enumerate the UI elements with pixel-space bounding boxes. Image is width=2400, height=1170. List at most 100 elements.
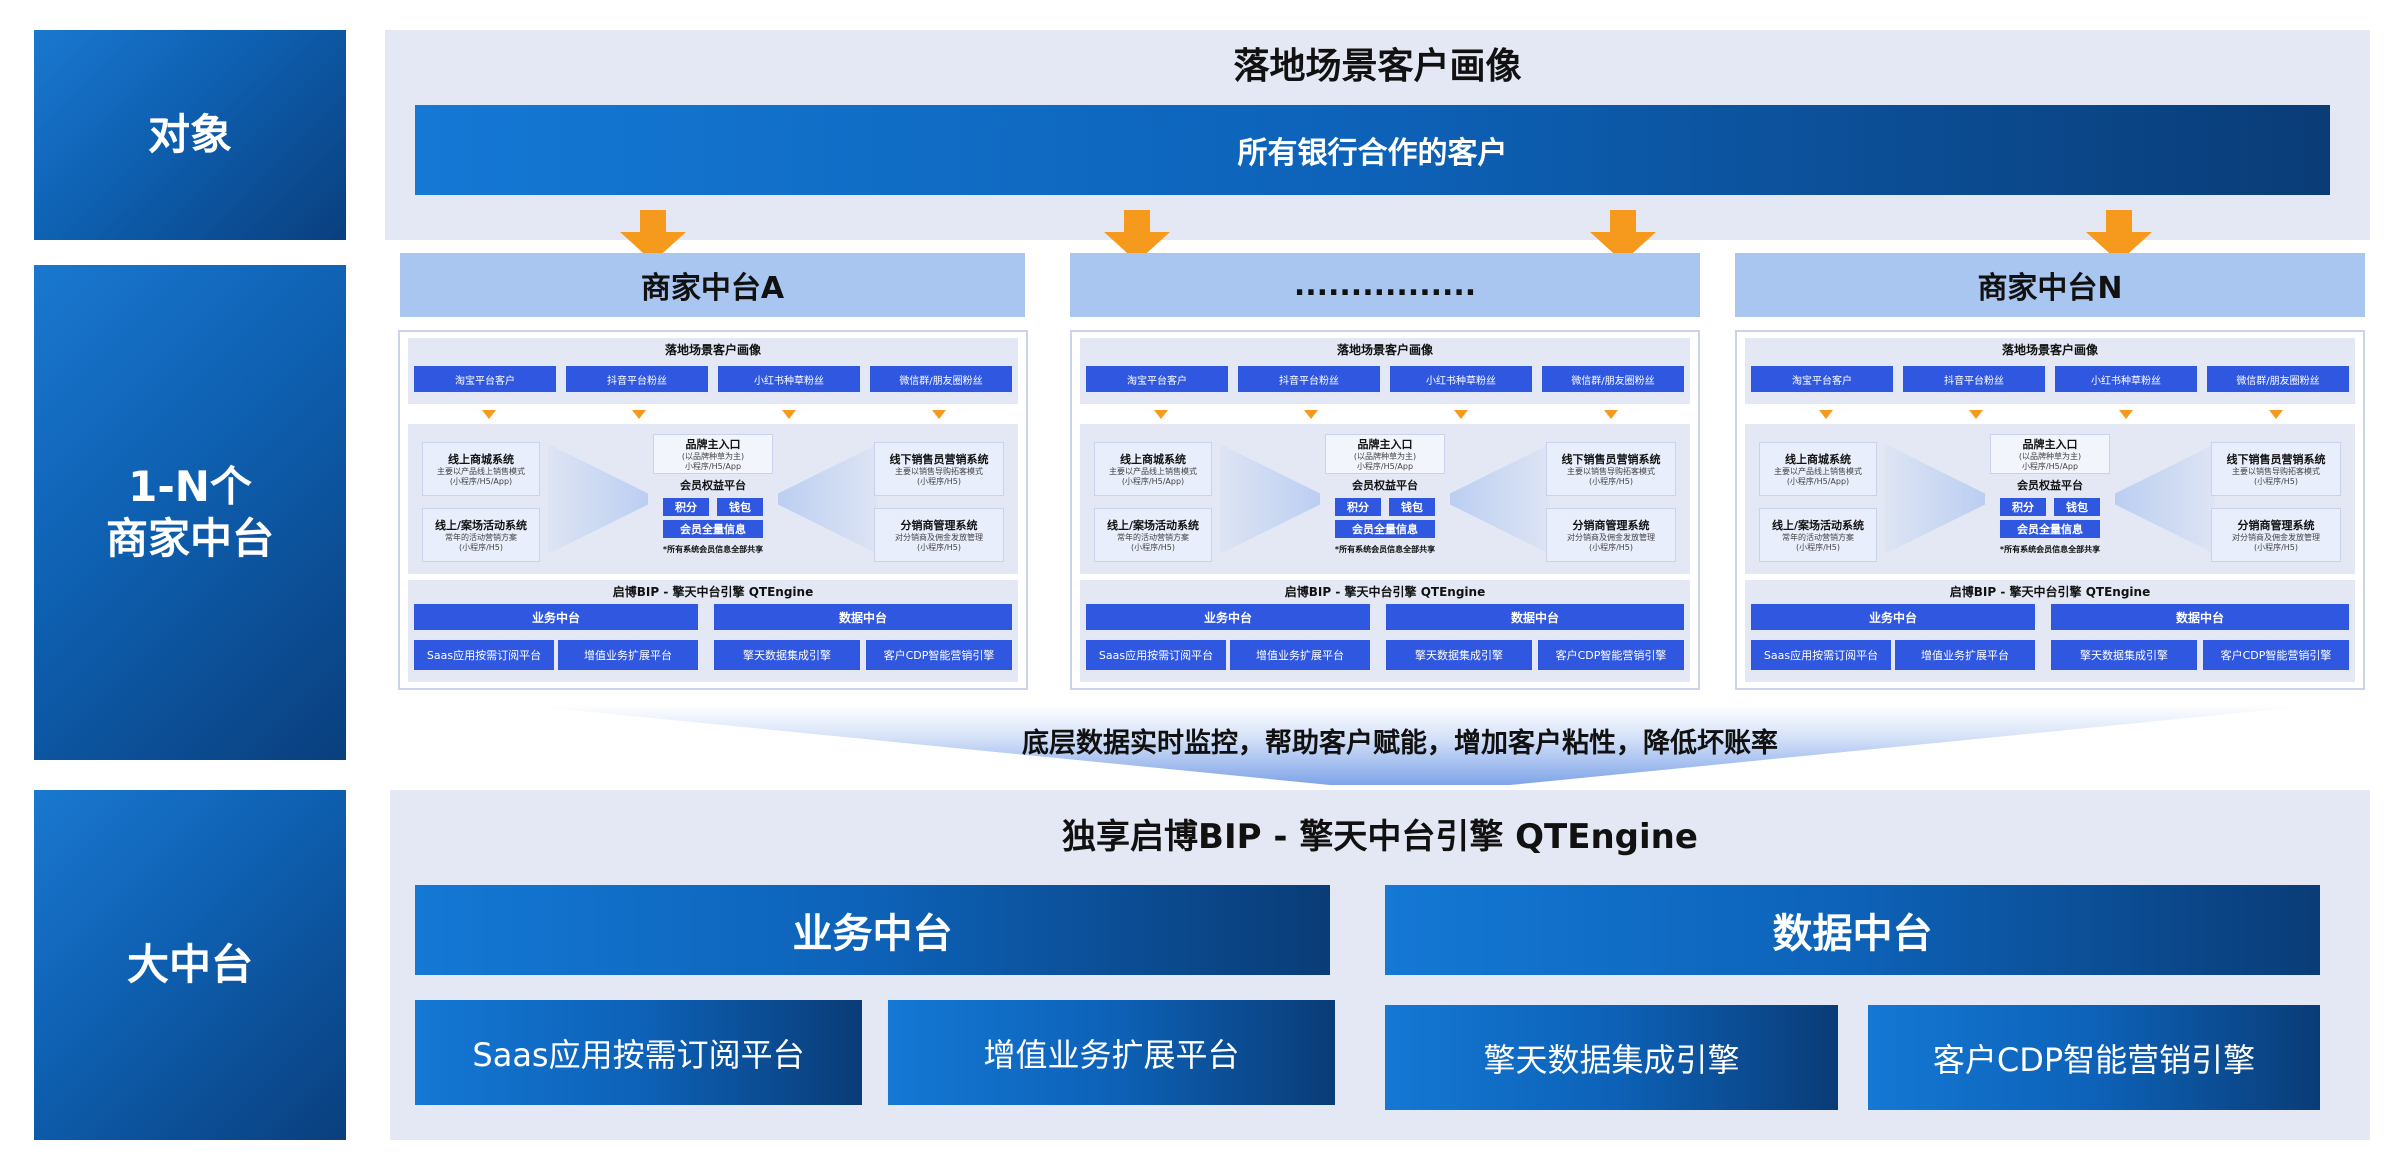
merchant-header-n-label: 商家中台N <box>1977 271 2123 306</box>
saas-subscription-platform: Saas应用按需订阅平台 <box>415 1000 862 1105</box>
mini-activity-system: 线上/案场活动系统 常年的活动营销方案 (小程序/H5) <box>1094 508 1212 562</box>
mini-system-desc: (小程序/H5) <box>1795 543 1841 552</box>
mini-system-name: 线下销售员营销系统 <box>2226 453 2326 466</box>
mini-chip: 抖音平台粉丝 <box>1238 366 1380 392</box>
small-arrow-icon <box>1969 410 1983 419</box>
saas-subscription-label: Saas应用按需订阅平台 <box>472 1035 805 1074</box>
mini-biz-item: 增值业务扩展平台 <box>558 640 698 670</box>
mini-brand-desc: 小程序/H5/App <box>684 462 742 471</box>
mini-online-mall: 线上商城系统 主要以产品线上销售模式 (小程序/H5/App) <box>1094 442 1212 496</box>
value-added-extension-platform: 增值业务扩展平台 <box>888 1000 1335 1105</box>
mini-system-name: 分销商管理系统 <box>1572 519 1650 532</box>
small-arrow-icon <box>482 410 496 419</box>
mini-member-chip: 钱包 <box>717 498 763 516</box>
mini-fan-right <box>2115 444 2215 554</box>
mini-system-desc: (小程序/H5) <box>916 477 962 486</box>
small-arrow-icon <box>1819 410 1833 419</box>
small-arrow-icon <box>1304 410 1318 419</box>
mini-chip: 抖音平台粉丝 <box>566 366 708 392</box>
mini-biz-header: 业务中台 <box>414 604 698 630</box>
biz-platform-header-label: 业务中台 <box>792 911 953 957</box>
mini-systems-area: 线上商城系统 主要以产品线上销售模式 (小程序/H5/App) 线上/案场活动系… <box>1080 424 1690 574</box>
mini-biz-item: Saas应用按需订阅平台 <box>414 640 554 670</box>
mini-system-desc: 常年的活动营销方案 <box>445 533 517 542</box>
mini-systems-area: 线上商城系统 主要以产品线上销售模式 (小程序/H5/App) 线上/案场活动系… <box>1745 424 2355 574</box>
mini-data-item: 客户CDP智能营销引擎 <box>866 640 1012 670</box>
mini-data-item: 擎天数据集成引擎 <box>2051 640 2197 670</box>
mini-brand-desc: (以品牌种草为主) <box>2018 452 2082 461</box>
mini-chip: 小红书种草粉丝 <box>718 366 860 392</box>
mini-biz-header: 业务中台 <box>1751 604 2035 630</box>
mini-system-desc: 主要以销售导购拓客模式 <box>1567 467 1655 476</box>
mini-system-desc: 常年的活动营销方案 <box>1782 533 1854 542</box>
arrow-down-icon <box>1104 210 1170 262</box>
mini-system-desc: 主要以销售导购拓客模式 <box>2232 467 2320 476</box>
mini-brand-desc: 小程序/H5/App <box>2021 462 2079 471</box>
mini-member-chip: 会员全量信息 <box>663 520 763 538</box>
mini-data-item: 客户CDP智能营销引擎 <box>1538 640 1684 670</box>
mini-fan-left <box>1885 444 1985 554</box>
mini-system-name: 线上/案场活动系统 <box>1106 519 1200 532</box>
mini-engine-area: 启博BIP - 擎天中台引擎 QTEngine 业务中台 数据中台 Saas应用… <box>1745 580 2355 682</box>
mini-data-header: 数据中台 <box>1386 604 1684 630</box>
mini-system-name: 线上商城系统 <box>1785 453 1851 466</box>
mini-system-desc: 对分销商及佣金发放管理 <box>895 533 983 542</box>
mini-system-name: 线上商城系统 <box>448 453 514 466</box>
top-panel-title: 落地场景客户画像 <box>1233 46 1522 87</box>
biz-platform-header: 业务中台 <box>415 885 1330 975</box>
mini-engine-title: 启博BIP - 擎天中台引擎 QTEngine <box>1949 584 2151 599</box>
mini-biz-header: 业务中台 <box>1086 604 1370 630</box>
mini-system-name: 分销商管理系统 <box>2237 519 2315 532</box>
mini-chip: 淘宝平台客户 <box>414 366 556 392</box>
mini-title: 落地场景客户画像 <box>664 342 761 357</box>
mini-member-chip: 积分 <box>1335 498 1381 516</box>
mini-brand-desc: (以品牌种草为主) <box>681 452 745 461</box>
mini-system-desc: (小程序/H5) <box>1588 477 1634 486</box>
mini-system-desc: 对分销商及佣金发放管理 <box>1567 533 1655 542</box>
customer-cdp-marketing-engine: 客户CDP智能营销引擎 <box>1868 1005 2320 1110</box>
mini-system-desc: 主要以产品线上销售模式 <box>437 467 525 476</box>
orange-arrows <box>620 210 2152 262</box>
category-object: 对象 <box>34 30 346 240</box>
mini-chip: 抖音平台粉丝 <box>1903 366 2045 392</box>
mini-system-desc: (小程序/H5) <box>458 543 504 552</box>
mini-offline-sales: 线下销售员营销系统 主要以销售导购拓客模式 (小程序/H5) <box>874 442 1004 496</box>
mini-brand-name: 品牌主入口 <box>1357 438 1413 451</box>
mini-system-desc: 常年的活动营销方案 <box>1117 533 1189 542</box>
funnel-caption: 底层数据实时监控，帮助客户赋能，增加客户粘性，降低坏账率 <box>1022 727 1778 759</box>
mini-biz-item: Saas应用按需订阅平台 <box>1086 640 1226 670</box>
mini-brand-entry: 品牌主入口 (以品牌种草为主) 小程序/H5/App <box>653 434 773 474</box>
mini-offline-sales: 线下销售员营销系统 主要以销售导购拓客模式 (小程序/H5) <box>2211 442 2341 496</box>
mini-member-platform: 会员权益平台 积分 钱包 会员全量信息 *所有系统会员信息全部共享 <box>1325 476 1445 556</box>
mini-data-item: 擎天数据集成引擎 <box>714 640 860 670</box>
mini-brand-desc: 小程序/H5/App <box>1356 462 1414 471</box>
mini-customer-strip: 落地场景客户画像 淘宝平台客户 抖音平台粉丝 小红书种草粉丝 微信群/朋友圈粉丝 <box>1745 338 2355 404</box>
merchant-header-ellipsis: ................ <box>1070 253 1700 317</box>
arrow-down-icon <box>620 210 686 262</box>
mini-engine-area: 启博BIP - 擎天中台引擎 QTEngine 业务中台 数据中台 Saas应用… <box>408 580 1018 682</box>
mini-note: *所有系统会员信息全部共享 <box>1999 544 2101 554</box>
category-big-platform-label: 大中台 <box>126 940 253 989</box>
mini-distributor: 分销商管理系统 对分销商及佣金发放管理 (小程序/H5) <box>1546 508 1676 562</box>
mini-engine-area: 启博BIP - 擎天中台引擎 QTEngine 业务中台 数据中台 Saas应用… <box>1080 580 1690 682</box>
mini-system-desc: 主要以销售导购拓客模式 <box>895 467 983 476</box>
mini-system-desc: (小程序/H5) <box>2253 543 2299 552</box>
mini-activity-system: 线上/案场活动系统 常年的活动营销方案 (小程序/H5) <box>1759 508 1877 562</box>
data-platform-header: 数据中台 <box>1385 885 2320 975</box>
mini-system-name: 线上商城系统 <box>1120 453 1186 466</box>
mini-activity-system: 线上/案场活动系统 常年的活动营销方案 (小程序/H5) <box>422 508 540 562</box>
category-merchant-platforms: 1-N个 商家中台 <box>34 265 346 760</box>
mini-data-header: 数据中台 <box>2051 604 2349 630</box>
small-arrow-icon <box>632 410 646 419</box>
arrow-down-icon <box>2086 210 2152 262</box>
category-merchant-line1: 1-N个 <box>128 461 252 511</box>
mini-online-mall: 线上商城系统 主要以产品线上销售模式 (小程序/H5/App) <box>1759 442 1877 496</box>
mini-system-name: 分销商管理系统 <box>900 519 978 532</box>
mini-system-desc: (小程序/H5/App) <box>1121 477 1185 486</box>
mini-title: 落地场景客户画像 <box>2001 342 2098 357</box>
mini-chip: 小红书种草粉丝 <box>1390 366 1532 392</box>
mini-brand-name: 品牌主入口 <box>2022 438 2078 451</box>
mini-brand-entry: 品牌主入口 (以品牌种草为主) 小程序/H5/App <box>1990 434 2110 474</box>
mini-member-name: 会员权益平台 <box>680 479 746 492</box>
mini-data-item: 客户CDP智能营销引擎 <box>2203 640 2349 670</box>
